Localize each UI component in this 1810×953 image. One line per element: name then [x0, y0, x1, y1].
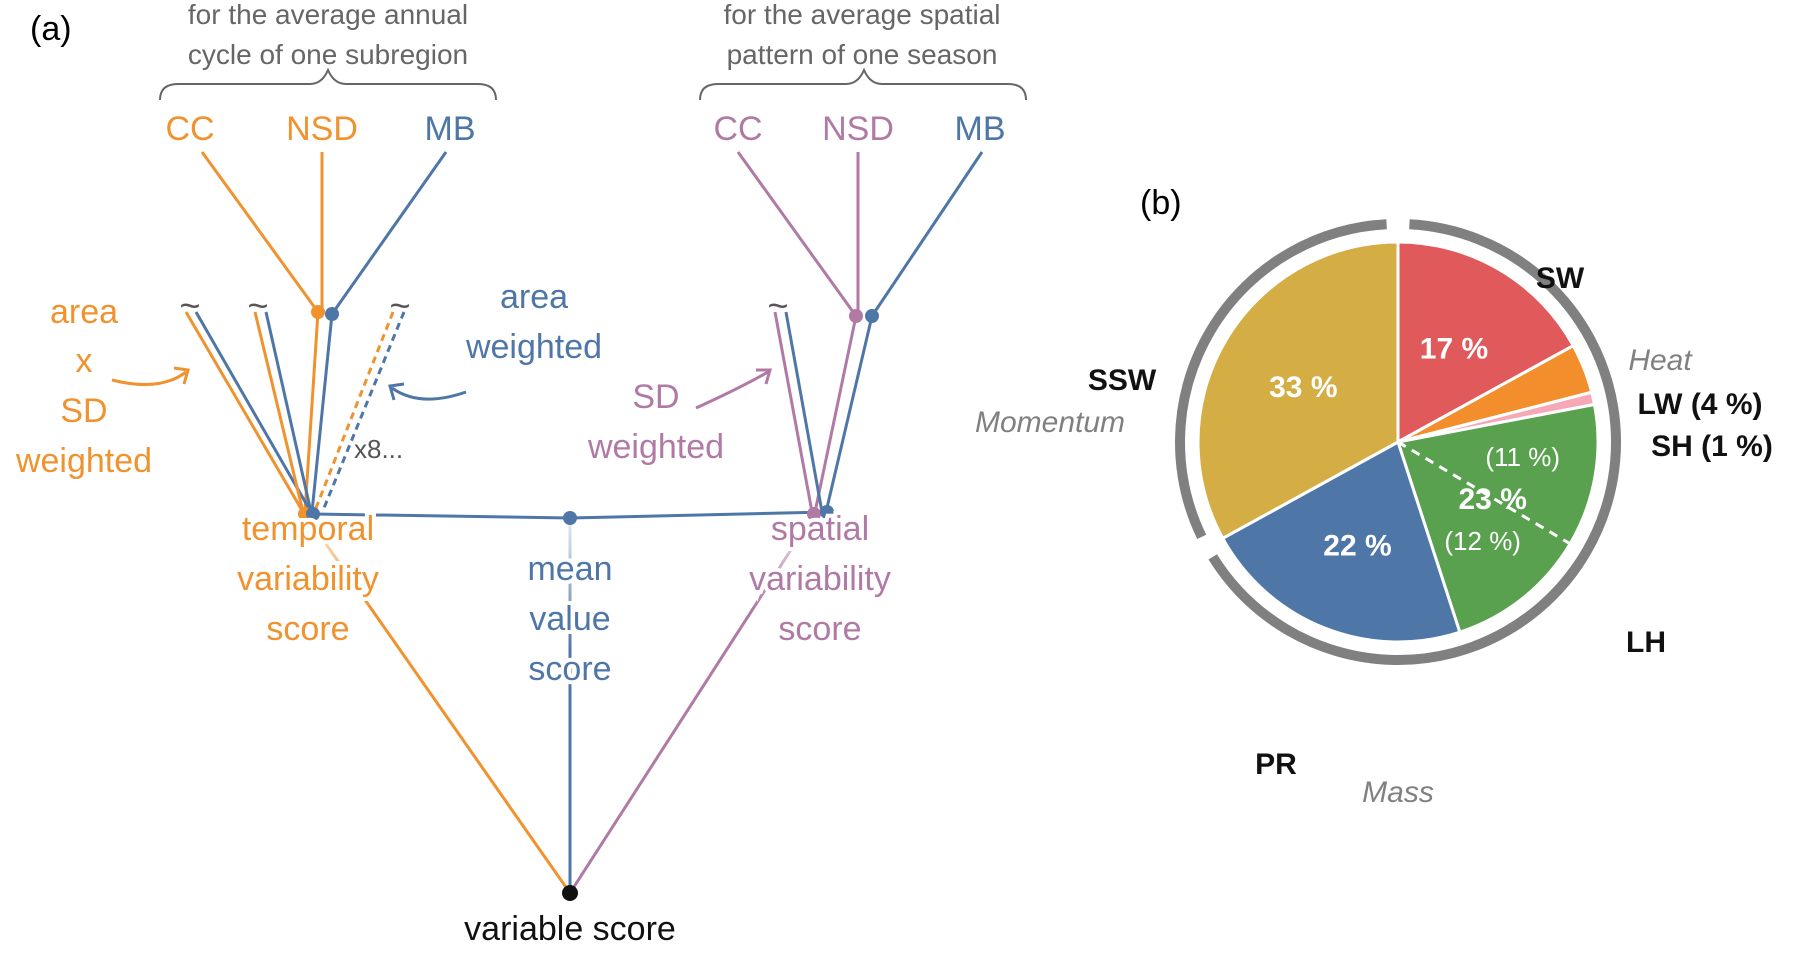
area-sd-weighted-line-1: area [50, 293, 118, 331]
lh-split-line [1397, 440, 1571, 546]
spatial-score-label: spatial variability score [745, 506, 895, 652]
group-arc-mass [1208, 554, 1584, 665]
left-mb-branch [330, 151, 448, 315]
area-weighted-arrowhead [388, 382, 405, 401]
area-weighted-line-2: weighted [465, 328, 602, 366]
other-season-blue [784, 311, 824, 513]
tilde-left-3: ~ [389, 285, 410, 326]
area-weighted-line-1: area [500, 278, 568, 316]
temporal-to-mean-connector [312, 512, 571, 520]
temporal-to-variable-branch [303, 513, 572, 894]
area-sd-weighted-line-4: weighted [15, 442, 152, 480]
spatial-score-line-1: spatial [771, 510, 869, 548]
slice-sublabel-lh-1: (11 %) [1485, 442, 1560, 472]
slice-value-lh: 23 % [1458, 483, 1526, 516]
panel-b-label: (b) [1140, 184, 1182, 222]
tilde-left-2: ~ [247, 285, 268, 326]
group-label-momentum: Momentum [975, 406, 1125, 439]
left-mb-label: MB [425, 110, 476, 148]
left-blue-node [325, 307, 339, 321]
temporal-score-line-3: score [266, 610, 349, 648]
mean-score-label: mean value score [523, 546, 616, 692]
spatial-to-variable-branch [568, 513, 816, 894]
other-subregion-blue-dashed [322, 311, 406, 509]
group-arc-momentum [1175, 219, 1387, 540]
right-caption-line-2: pattern of one season [727, 39, 998, 70]
mean-score-line-1: mean [527, 550, 612, 588]
left-caption-line-2: cycle of one subregion [188, 39, 468, 70]
slice-label-lw: LW (4 %) [1638, 388, 1763, 421]
mean-value-node [563, 511, 577, 525]
left-cc-branch [200, 151, 320, 313]
group-label-heat: Heat [1628, 344, 1693, 377]
slice-value-sw: 17 % [1420, 332, 1488, 365]
group-label-mass: Mass [1362, 776, 1434, 809]
sd-weighted-arrow [695, 370, 769, 410]
variable-score-node [562, 885, 578, 901]
area-sd-weighted-line-3: SD [60, 392, 107, 430]
right-blue-node [865, 309, 879, 323]
left-orange-stem [303, 311, 320, 513]
area-sd-weighted-arrow [111, 370, 187, 386]
right-cc-branch [736, 151, 858, 317]
spatial-score-line-2: variability [749, 560, 891, 598]
slice-label-lh: LH [1626, 626, 1666, 659]
mean-to-spatial-connector [569, 510, 828, 520]
slice-sublabel-lh-2: (12 %) [1444, 526, 1521, 556]
more-subregions-label: x8... [354, 434, 403, 464]
variable-score-label: variable score [464, 910, 676, 948]
area-sd-weighted-arrowhead [173, 366, 190, 385]
right-mb-label: MB [955, 110, 1006, 148]
pie-slice-ssw [1196, 240, 1400, 541]
temporal-score-line-2: variability [237, 560, 379, 598]
sd-weighted-line-1: SD [632, 378, 679, 416]
slice-label-ssw: SSW [1088, 364, 1157, 397]
area-sd-weighted-line-2: x [76, 342, 93, 380]
pie-slice-sw [1396, 240, 1576, 445]
slice-label-pr: PR [1255, 748, 1297, 781]
right-cc-label: CC [713, 110, 762, 148]
temporal-score-line-1: temporal [242, 510, 374, 548]
sd-weighted-arrowhead [756, 368, 772, 385]
pie-slice-pr [1220, 439, 1462, 644]
sd-weighted-line-2: weighted [587, 428, 724, 466]
temporal-score-label: temporal variability score [233, 506, 383, 652]
left-curly-brace [159, 67, 497, 101]
mean-score-line-3: score [528, 650, 611, 688]
right-blue-stem [824, 315, 874, 513]
left-nsd-label: NSD [286, 110, 358, 148]
right-purple-stem [813, 315, 858, 513]
slice-value-pr: 22 % [1323, 529, 1391, 562]
tilde-right: ~ [767, 285, 788, 326]
other-subregion-orange-1 [184, 311, 305, 513]
other-season-purple [773, 311, 814, 513]
temporal-blue-node [306, 507, 320, 521]
panel-b-pie-chart: (b) 17 % 23 % (11 %) (12 %) 22 % 33 % SW LW (… [975, 184, 1773, 809]
other-subregion-orange-dashed [314, 311, 395, 509]
slice-label-sw: SW [1536, 262, 1585, 295]
panel-a-label: (a) [30, 10, 72, 48]
left-caption-line-1: for the average annual [188, 0, 468, 30]
right-purple-node [849, 309, 863, 323]
slice-label-sh: SH (1 %) [1651, 430, 1773, 463]
panel-a-diagram: (a) for the average annual cycle of one … [15, 0, 1027, 948]
right-caption-line-1: for the average spatial [723, 0, 1000, 30]
slice-value-ssw: 33 % [1269, 371, 1337, 404]
left-cc-label: CC [165, 110, 214, 148]
mean-score-line-2: value [529, 600, 610, 638]
right-mb-branch [870, 151, 984, 317]
tilde-left-1: ~ [179, 285, 200, 326]
right-curly-brace [699, 67, 1027, 101]
right-nsd-label: NSD [822, 110, 894, 148]
area-weighted-arrow [391, 386, 467, 401]
other-subregion-blue-2 [264, 311, 313, 513]
spatial-score-line-3: score [778, 610, 861, 648]
left-blue-stem [310, 313, 334, 513]
left-orange-node [311, 305, 325, 319]
spatial-blue-node [820, 505, 834, 519]
other-subregion-orange-2 [253, 311, 305, 513]
other-subregion-blue-1 [194, 311, 313, 513]
